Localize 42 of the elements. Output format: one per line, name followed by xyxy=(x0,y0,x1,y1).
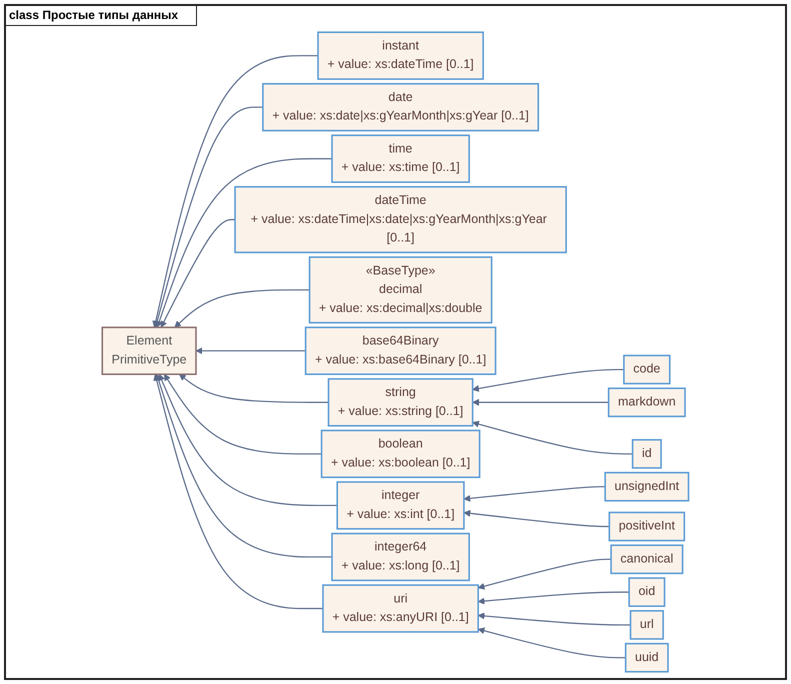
arrow xyxy=(156,158,332,328)
node-box: markdown xyxy=(608,388,686,418)
node-box: unsignedInt xyxy=(604,472,690,502)
arrow xyxy=(154,374,324,610)
arrow xyxy=(158,374,338,506)
node-box: «BaseType» decimal + value: xs:decimal|xs:double xyxy=(308,256,492,324)
arrow xyxy=(472,398,609,406)
node-box: integer64 + value: xs:long [0..1] xyxy=(331,532,470,582)
node-box: positiveInt xyxy=(608,512,686,542)
arrow xyxy=(152,55,318,328)
node-box: id xyxy=(632,439,662,469)
arrow xyxy=(478,592,630,604)
arrow xyxy=(478,558,612,590)
node-box: oid xyxy=(628,577,666,607)
arrow xyxy=(154,106,263,328)
frame-title: class Простые типы данных xyxy=(6,6,198,26)
node-box: time + value: xs:time [0..1] xyxy=(331,134,470,183)
arrow xyxy=(160,219,236,328)
arrow xyxy=(464,486,606,502)
node-box: code xyxy=(623,354,671,384)
node-box: instant + value: xs:dateTime [0..1] xyxy=(317,31,484,80)
node-box: dateTime + value: xs:dateTime|xs:date|xs:gYearMonth|xs:gYear [0..1] xyxy=(234,186,567,254)
arrow xyxy=(174,289,310,328)
arrow xyxy=(155,374,332,558)
node-box: canonical xyxy=(610,544,684,574)
arrow xyxy=(464,510,610,528)
node-box: uri + value: xs:anyURI [0..1] xyxy=(322,584,480,633)
node-box: string + value: xs:string [0..1] xyxy=(328,378,474,427)
node-box: uuid xyxy=(624,642,669,673)
node-box: Element PrimitiveType xyxy=(102,326,197,376)
node-box: integer + value: xs:int [0..1] xyxy=(336,481,465,530)
arrow xyxy=(196,347,306,354)
arrow xyxy=(179,374,329,403)
node-box: boolean + value: xs:boolean [0..1] xyxy=(320,430,480,478)
arrow xyxy=(164,374,322,454)
arrow xyxy=(478,612,631,626)
node-box: url xyxy=(630,610,664,640)
arrow xyxy=(472,368,624,392)
node-box: date + value: xs:date|xs:gYearMonth|xs:gYear [0..1] xyxy=(262,83,540,132)
arrow xyxy=(472,420,633,454)
arrow xyxy=(478,627,626,658)
node-box: base64Binary + value: xs:base64Binary [0..1] xyxy=(304,326,496,376)
